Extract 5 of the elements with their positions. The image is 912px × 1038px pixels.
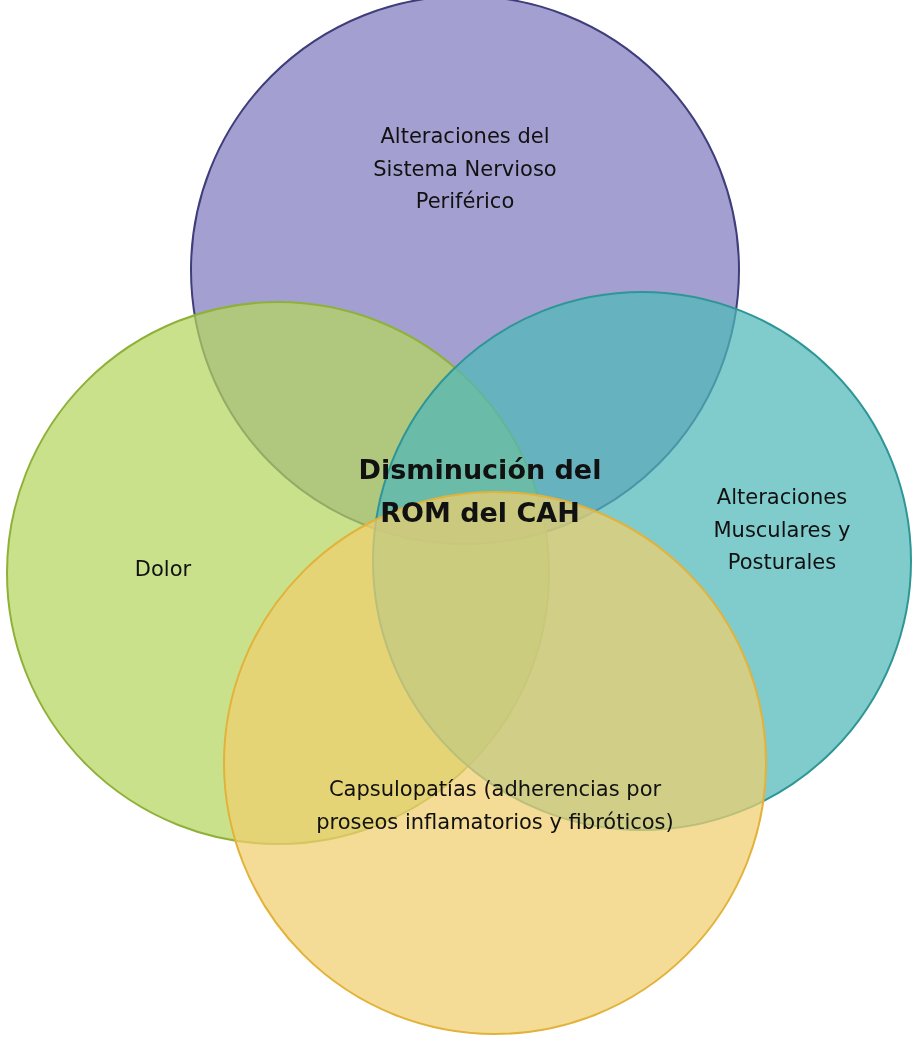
circle-label: Alteraciones Musculares y Posturales (712, 484, 852, 577)
circle-label: Alteraciones del Sistema Nervioso Periférico (372, 123, 558, 216)
center-title: Disminución del ROM del CAH (357, 453, 603, 531)
circle-label: Capsulopatías (adherencias por proseos inflamatorios y fibróticos) (315, 776, 675, 836)
circle-label: Dolor (133, 556, 193, 583)
